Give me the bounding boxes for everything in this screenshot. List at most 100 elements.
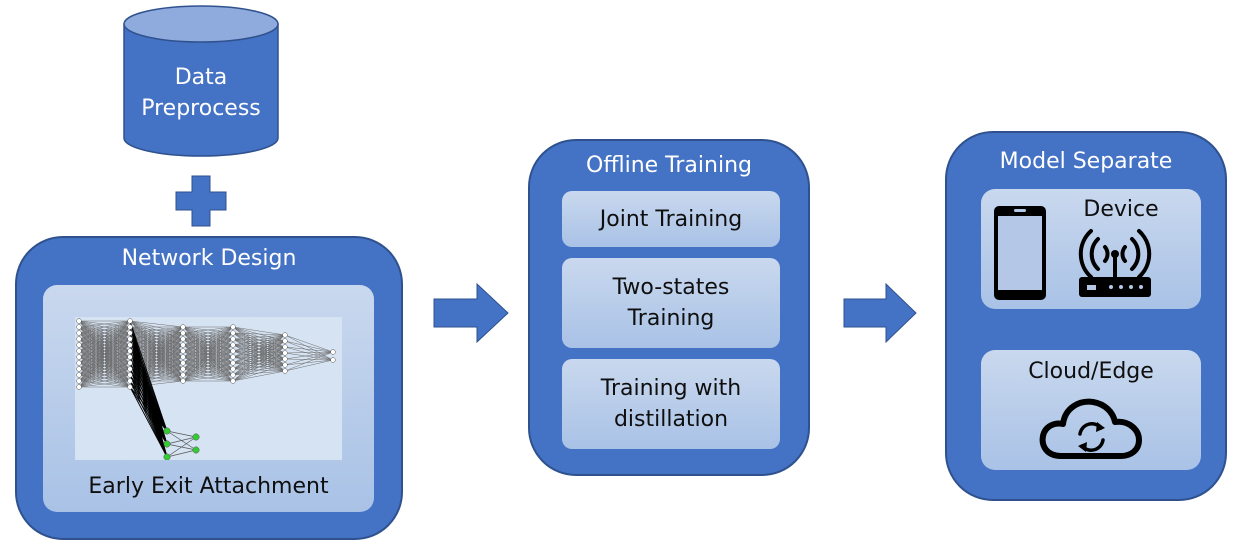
- nn-edge: [232, 364, 286, 382]
- nn-node: [180, 342, 186, 348]
- nn-node: [163, 453, 171, 460]
- nn-node: [76, 366, 82, 372]
- nn-edge: [166, 449, 197, 458]
- training-with-distillation-label: Training with distillation: [600, 376, 742, 432]
- nn-node: [76, 318, 82, 324]
- nn-edge: [232, 334, 286, 370]
- nn-edge: [182, 374, 234, 382]
- network-design-inner-box: Early Exit Attachment: [43, 285, 374, 512]
- nn-edge: [78, 320, 131, 340]
- nn-edge: [232, 334, 286, 358]
- cloud-edge-box: Cloud/Edge: [981, 350, 1201, 470]
- nn-edge: [232, 334, 286, 352]
- nn-node: [127, 318, 133, 324]
- nn-node: [192, 446, 200, 454]
- nn-edge: [129, 320, 184, 328]
- nn-node: [180, 330, 186, 336]
- nn-edge: [182, 332, 234, 382]
- nn-edge: [166, 436, 197, 445]
- nn-edge: [129, 374, 168, 432]
- nn-node: [127, 336, 133, 342]
- nn-edge: [284, 359, 334, 366]
- nn-edge: [232, 334, 286, 346]
- data-preprocess-label: Data Preprocess: [141, 65, 261, 121]
- nn-edge: [78, 320, 131, 370]
- nn-node: [192, 433, 200, 441]
- nn-edge: [182, 338, 234, 382]
- nn-node: [163, 427, 171, 435]
- joint-training-box: Joint Training: [562, 191, 780, 247]
- nn-edge: [284, 359, 334, 372]
- nn-edge: [129, 326, 184, 340]
- nn-edge: [232, 334, 286, 382]
- nn-edge: [284, 334, 334, 361]
- nn-edge: [182, 350, 234, 382]
- nn-edge: [182, 326, 234, 358]
- nn-node: [282, 350, 288, 356]
- arrow-right-icon: [433, 283, 509, 343]
- nn-edge: [129, 326, 184, 346]
- nn-edge: [78, 320, 131, 346]
- nn-edge: [182, 326, 234, 364]
- nn-edge: [78, 344, 131, 388]
- nn-node: [180, 372, 186, 378]
- nn-edge: [78, 320, 131, 328]
- nn-edge: [78, 320, 131, 376]
- nn-node: [330, 357, 336, 363]
- neural-network-svg: [76, 318, 336, 460]
- nn-node: [180, 366, 186, 372]
- nn-node: [330, 349, 336, 355]
- nn-node: [76, 354, 82, 360]
- cloud-edge-label: Cloud/Edge: [1028, 359, 1154, 384]
- early-exit-caption: Early Exit Attachment: [88, 474, 329, 499]
- two-states-training-label: Two-states Training: [612, 275, 730, 331]
- nn-node: [180, 324, 186, 330]
- router-icon: [1077, 225, 1153, 301]
- nn-node: [230, 372, 236, 378]
- nn-node: [163, 440, 171, 448]
- nn-edge: [284, 346, 334, 361]
- nn-edge: [78, 338, 131, 388]
- nn-edge: [284, 340, 334, 353]
- nn-node: [282, 356, 288, 362]
- nn-node: [127, 366, 133, 372]
- nn-edge: [182, 326, 234, 352]
- nn-edge: [182, 326, 234, 340]
- nn-node: [282, 368, 288, 374]
- nn-edge: [284, 351, 334, 372]
- nn-node: [76, 360, 82, 366]
- cylinder-shape: [123, 5, 279, 157]
- nn-node: [127, 324, 133, 330]
- nn-node: [230, 330, 236, 336]
- nn-node: [127, 342, 133, 348]
- nn-edge: [129, 380, 168, 445]
- nn-edge: [232, 358, 286, 382]
- neural-network-figure: [75, 317, 342, 460]
- nn-edge: [232, 352, 286, 382]
- nn-edge: [232, 334, 286, 376]
- two-states-training-box: Two-states Training: [562, 258, 780, 348]
- nn-edge: [182, 326, 234, 382]
- nn-edge: [78, 356, 131, 388]
- nn-node: [230, 324, 236, 330]
- nn-edge: [182, 368, 234, 382]
- nn-edge: [78, 362, 131, 388]
- nn-edge: [129, 386, 168, 432]
- smartphone-icon: [993, 205, 1047, 301]
- nn-edge: [182, 362, 234, 382]
- nn-edge: [284, 351, 334, 366]
- nn-edge: [232, 346, 286, 382]
- nn-edge: [284, 351, 334, 360]
- nn-edge: [78, 320, 131, 358]
- nn-edge: [78, 320, 131, 334]
- nn-node: [127, 354, 133, 360]
- device-box: Device: [981, 189, 1201, 309]
- nn-edge: [78, 350, 131, 388]
- device-label: Device: [1083, 197, 1159, 222]
- nn-node: [76, 336, 82, 342]
- network-design-panel: Network Design Early Exit Attachment: [15, 236, 403, 540]
- nn-node: [230, 342, 236, 348]
- nn-edge: [78, 374, 131, 388]
- nn-edge: [182, 326, 234, 346]
- nn-edge: [129, 380, 168, 432]
